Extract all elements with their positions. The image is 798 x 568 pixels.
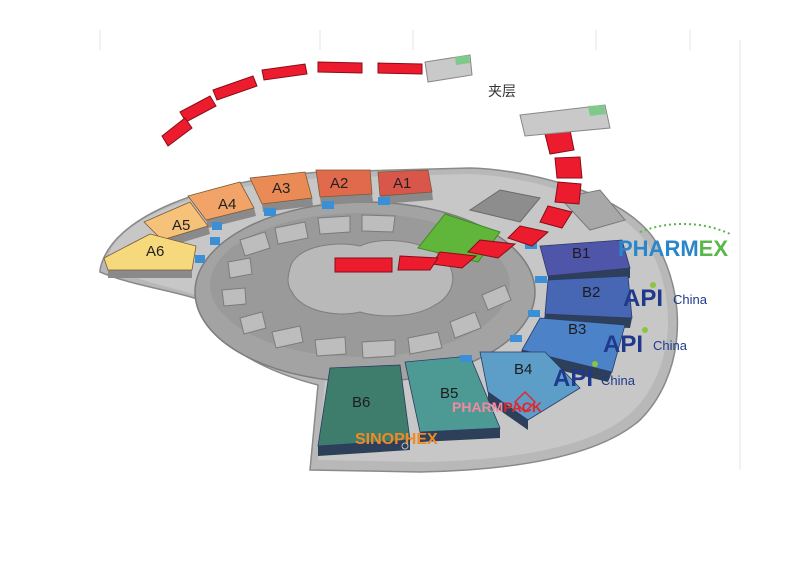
pharmex-logo-text-a: PHARM [618,236,699,261]
api-logo-sub-1: China [673,292,708,307]
hall-b5[interactable] [404,355,501,433]
hall-a5-label: A5 [172,217,190,234]
pharmex-logo-text-b: EX [699,236,729,261]
pharmpack-logo-text-b: PACK [503,399,542,415]
hall-a6-label: A6 [146,243,164,260]
hall-b4[interactable] [479,351,581,421]
api-china-logo-3: API China [553,361,636,392]
mezzanine-platform-right [519,104,611,137]
hall-a5[interactable] [143,201,209,241]
api-logo-main-1: API [623,285,663,312]
api-china-logo-1: API China [623,282,708,312]
api-logo-sub-2: China [653,338,688,353]
pharmpack-logo: PHARMPACK [452,390,542,415]
hall-a3-label: A3 [272,180,290,197]
inner-booth-ring [221,214,512,359]
hall-b-side [318,440,410,456]
hall-a6[interactable] [103,233,197,271]
hall-b6[interactable] [317,364,411,447]
hall-b4-label: B4 [514,361,532,378]
central-blob [287,240,454,317]
walkway-segment [317,61,363,74]
hall-b-side [420,428,500,442]
walkway-segment [212,75,258,101]
svg-text:PHARMEX: PHARMEX [618,236,728,261]
walkway-segment [466,239,517,259]
hall-a4[interactable] [187,181,255,221]
hall-b5-label: B5 [440,385,458,402]
hall-a-side [108,270,192,278]
sinophex-logo-text: SINOPHEX [355,431,438,448]
hall-a1-label: A1 [393,175,411,192]
walkway-segment [334,257,393,273]
hall-b6-label: B6 [352,394,370,411]
api-logo-main-2: API [603,331,643,358]
hall-b1[interactable] [539,239,631,277]
hall-a4-label: A4 [218,196,236,213]
walkway-segment [377,62,423,75]
hall-b1-label: B1 [572,245,590,262]
hall-b3-label: B3 [568,321,586,338]
service-block-upper [468,189,541,223]
mezzanine-label: 夹层 [488,84,516,100]
hall-b-side [488,392,528,430]
walkway-segment [507,225,550,247]
svg-text:PHARMPACK: PHARMPACK [452,399,542,415]
hall-a2-label: A2 [330,175,348,192]
hall-b2[interactable] [544,275,633,319]
walkway-segment [554,181,582,205]
pharmpack-logo-text-a: PHARM [452,399,503,415]
background-guides [99,30,741,470]
pharmex-logo: PHARMEX [618,223,731,261]
hall-b3[interactable] [521,317,626,373]
hall-a2[interactable] [315,169,373,198]
hall-a3[interactable] [249,171,313,205]
walkway-segment [554,156,583,179]
walkway-segment [161,117,193,147]
hall-b2-label: B2 [582,284,600,301]
walkway-segment [539,205,573,229]
a-connectors [195,197,390,263]
api-china-logo-2: API China [603,327,688,358]
api-logo-main-3: API [553,365,593,392]
api-logo-sub-3: China [601,373,636,388]
mezzanine-platform-top [424,54,473,83]
walkway-segment [261,63,308,81]
elevated-walkway [161,61,583,273]
hall-a1[interactable] [377,169,433,197]
sinophex-logo: SINOPHEX [355,431,438,450]
walkway-segment [397,255,439,271]
